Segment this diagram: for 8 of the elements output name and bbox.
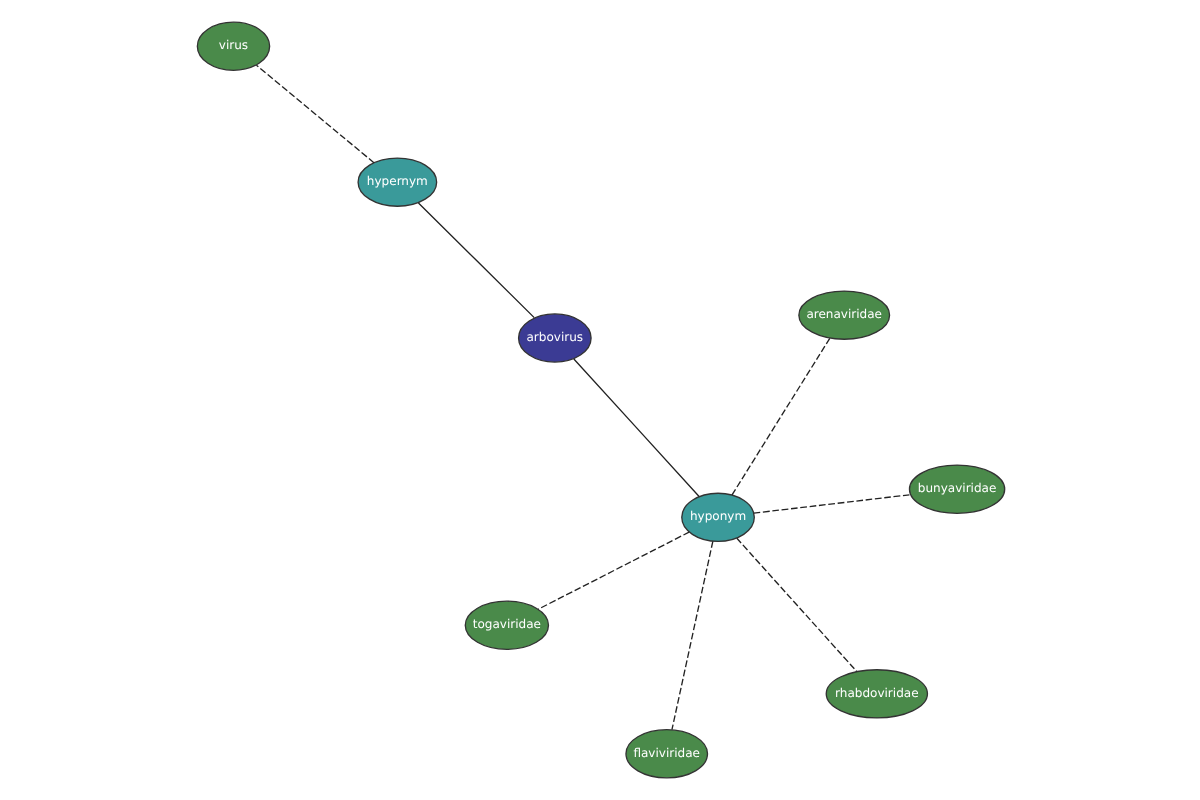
connector: [254, 64, 374, 164]
connector: [670, 540, 713, 731]
connector: [730, 337, 830, 496]
connector: [572, 358, 699, 498]
connector: [536, 531, 689, 610]
connector: [735, 537, 857, 672]
connector: [752, 494, 911, 514]
connector: [416, 202, 534, 319]
